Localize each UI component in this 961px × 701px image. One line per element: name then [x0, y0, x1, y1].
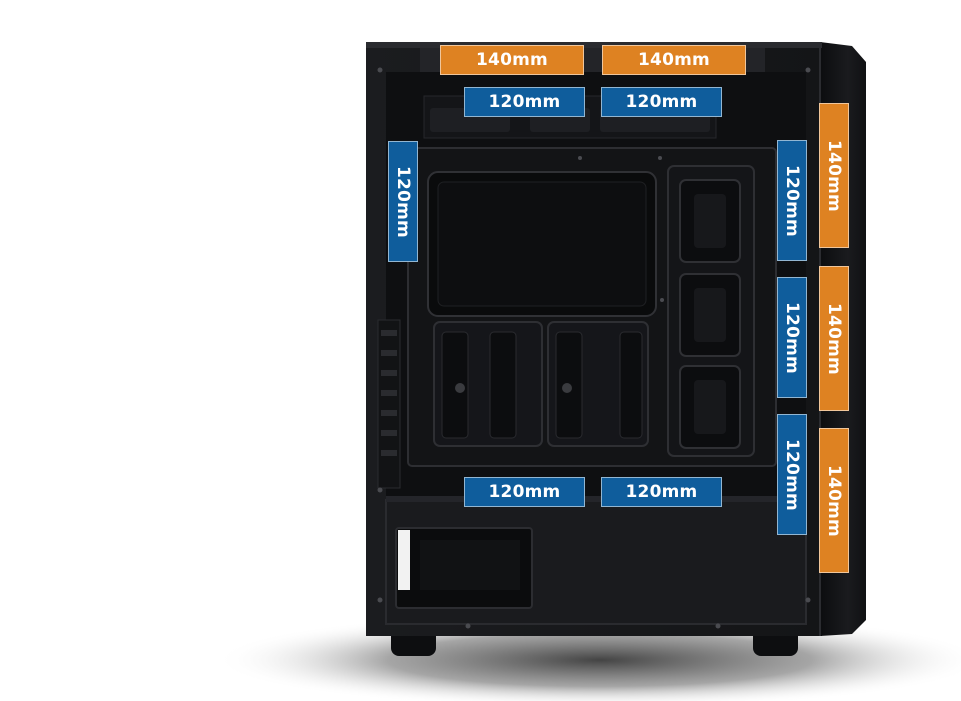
top-radiator-140-left: 140mm	[440, 45, 584, 75]
front-radiator-140-middle: 140mm	[819, 266, 849, 411]
bottom-fan-120-left: 120mm	[464, 477, 585, 507]
front-radiator-140-lower: 140mm	[819, 428, 849, 573]
top-fan-120-left: 120mm	[464, 87, 585, 117]
rear-fan-120: 120mm	[388, 141, 418, 262]
front-fan-120-middle-text: 120mm	[782, 301, 802, 374]
front-fan-120-middle: 120mm	[777, 277, 807, 398]
front-radiator-140-upper-text: 140mm	[824, 139, 844, 212]
top-fan-120-right: 120mm	[601, 87, 722, 117]
front-radiator-140-upper: 140mm	[819, 103, 849, 248]
rear-expansion-slots	[377, 319, 401, 489]
front-fan-120-lower-text: 120mm	[782, 438, 802, 511]
front-fan-120-upper: 120mm	[777, 140, 807, 261]
front-fan-120-lower: 120mm	[777, 414, 807, 535]
bottom-fan-120-right: 120mm	[601, 477, 722, 507]
rear-fan-120-text: 120mm	[393, 165, 413, 238]
front-radiator-140-middle-text: 140mm	[824, 302, 844, 375]
top-radiator-140-right: 140mm	[602, 45, 746, 75]
front-radiator-140-lower-text: 140mm	[824, 464, 844, 537]
front-fan-120-upper-text: 120mm	[782, 164, 802, 237]
